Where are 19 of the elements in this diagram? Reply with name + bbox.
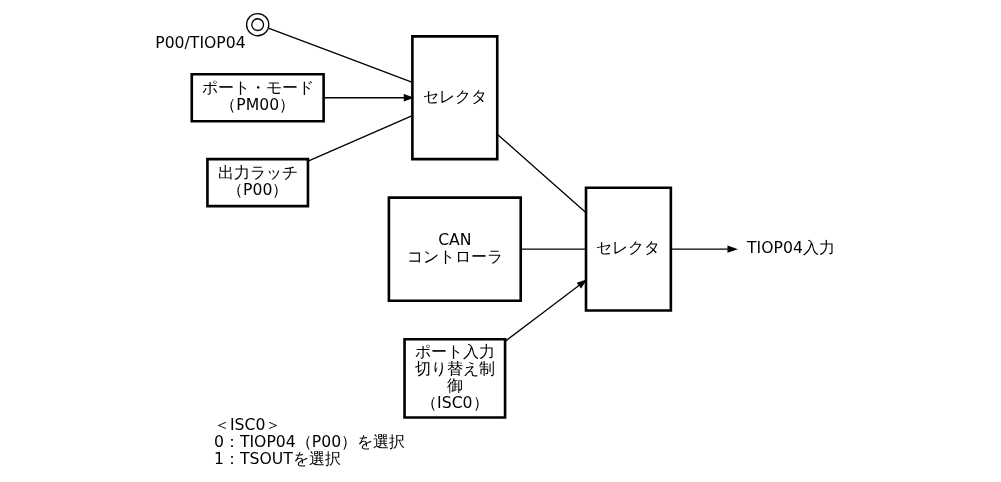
node-box: セレクタ bbox=[411, 35, 499, 161]
arrow bbox=[670, 245, 738, 253]
connector bbox=[267, 27, 414, 83]
arrow bbox=[323, 94, 415, 102]
node-box: ポート・モード（PM00） bbox=[190, 72, 325, 123]
node-label: P00/TIOP04 bbox=[155, 33, 246, 53]
node-label: ＜ISC0＞ bbox=[213, 415, 282, 435]
connector bbox=[307, 115, 413, 162]
connector bbox=[496, 133, 587, 213]
node-box: 出力ラッチ（P00） bbox=[206, 157, 310, 208]
connector bbox=[520, 248, 587, 250]
node-text: TIOP04入力 bbox=[747, 238, 835, 258]
node-label: 0：TIOP04（P00）を選択 bbox=[213, 432, 406, 452]
node-circle bbox=[245, 12, 270, 37]
arrow bbox=[504, 279, 588, 342]
node-box: セレクタ bbox=[584, 186, 673, 312]
node-box: ポート入力切り替え制御（ISC0） bbox=[403, 337, 507, 419]
node-label: 1：TSOUTを選択 bbox=[213, 449, 341, 469]
node-box: CAN コントローラ bbox=[387, 196, 523, 303]
